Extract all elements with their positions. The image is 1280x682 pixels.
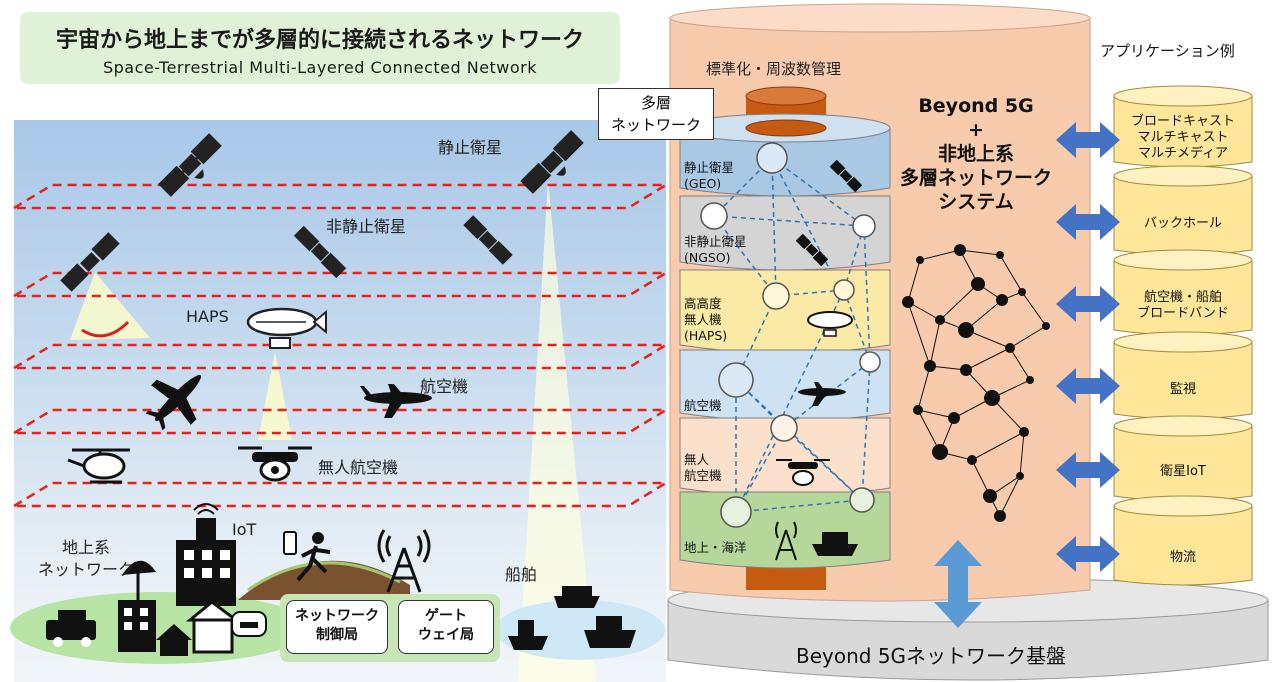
vertical-double-arrow: [934, 540, 982, 628]
app-monitoring: 監視: [1169, 382, 1196, 397]
layer-drone-icon: [776, 459, 830, 486]
airplane-icon-1: [145, 374, 202, 431]
layer-label-ngso: 非静止衛星(NGSO): [684, 234, 747, 265]
app-satellite-iot: 衛星IoT: [1160, 464, 1206, 479]
handover-arrow-icon: [81, 320, 130, 338]
label-ship: 船舶: [505, 565, 538, 584]
geo-satellite-icon-1: [158, 133, 222, 197]
helicopter-icon: [67, 448, 130, 484]
layer-tower-icon: [775, 521, 797, 561]
airplane-icon-2: [360, 384, 432, 418]
car-icon: [46, 610, 96, 647]
gateway-station: ゲートウェイ局: [398, 600, 494, 654]
satellite-dish-icon: [122, 560, 156, 600]
layer-satellite-icon: [829, 159, 863, 193]
applications-header: アプリケーション例: [1100, 42, 1235, 60]
building-icon-1: [118, 600, 156, 652]
layer-airship-icon: [807, 311, 853, 337]
label-geo-satellite: 静止衛星: [438, 138, 503, 157]
title-english: Space-Terrestrial Multi-Layered Connecte…: [102, 58, 538, 77]
running-person-icon: [296, 532, 331, 582]
app-broadband: 航空機・船舶ブロードバンド: [1137, 290, 1229, 321]
app-broadcast: ブロードキャストマルチキャストマルチメディア: [1130, 114, 1235, 161]
title-box: 宇宙から地上までが多層的に接続されるネットワーク Space-Terrestri…: [20, 12, 620, 84]
label-ngso-satellite: 非静止衛星: [326, 217, 407, 236]
base-label: Beyond 5Gネットワーク基盤: [796, 644, 1067, 668]
ngso-satellite-icon-1: [60, 232, 120, 292]
cell-tower-icon: [377, 529, 431, 593]
system-title: Beyond 5G + 非地上系 多層ネットワーク システム: [899, 95, 1052, 213]
orbit-planes: [9, 183, 671, 508]
title-japanese: 宇宙から地上までが多層的に接続されるネットワーク: [55, 28, 584, 53]
multilayer-network-label: 多層ネットワーク: [598, 88, 714, 140]
label-standardization: 標準化・周波数管理: [706, 60, 842, 78]
geo-beam: [518, 180, 596, 682]
layer-label-drone: 無人航空機: [684, 452, 722, 483]
layer-ship-icon: [812, 532, 858, 556]
geo-satellite-icon-2: [520, 130, 584, 194]
app-logistics: 物流: [1169, 550, 1196, 565]
layer-label-geo: 静止衛星(GEO): [684, 160, 735, 191]
drone-icon: [238, 446, 312, 482]
ship-icon-1: [554, 586, 600, 608]
layer-ngso-icon: [795, 233, 829, 267]
network-control-station: ネットワーク制御局: [286, 600, 388, 654]
layer-label-aircraft: 航空機: [684, 398, 722, 413]
label-drone: 無人航空機: [318, 458, 399, 477]
label-haps: HAPS: [186, 307, 229, 326]
ngso-satellite-icon-3: [463, 215, 513, 265]
building-icon-2: [176, 518, 236, 606]
layer-label-ground-sea: 地上・海洋: [684, 540, 747, 555]
app-backhaul: バックホール: [1143, 216, 1222, 231]
house-icon-2: [185, 600, 241, 654]
mesh-nodes: [902, 244, 1050, 522]
ship-icon-3: [584, 616, 636, 648]
layer-airplane-icon: [798, 382, 846, 406]
app-arrows: [1056, 122, 1120, 572]
layer-label-haps: 高高度無人機(HAPS): [684, 296, 728, 343]
haps-beam: [258, 352, 292, 440]
router-icon: [231, 611, 267, 637]
smartphone-icon: [283, 531, 297, 555]
ngso-satellite-icon-2: [293, 225, 347, 279]
house-icon: [156, 624, 192, 656]
iot-signal-icon: [193, 503, 219, 515]
layer-nodes: [700, 142, 881, 528]
center-system: [667, 3, 1269, 681]
haps-airship-icon: [246, 307, 327, 349]
hill: [238, 560, 410, 600]
label-iot: IoT: [232, 520, 257, 539]
application-cylinders: [1113, 85, 1253, 586]
ngso-beam: [70, 272, 150, 340]
label-aircraft: 航空機: [420, 377, 469, 396]
base-platform: [667, 599, 1269, 681]
label-ground-network: 地上系ネットワーク: [38, 538, 135, 579]
ship-icon-2: [508, 620, 548, 650]
left-scene: [9, 130, 671, 682]
